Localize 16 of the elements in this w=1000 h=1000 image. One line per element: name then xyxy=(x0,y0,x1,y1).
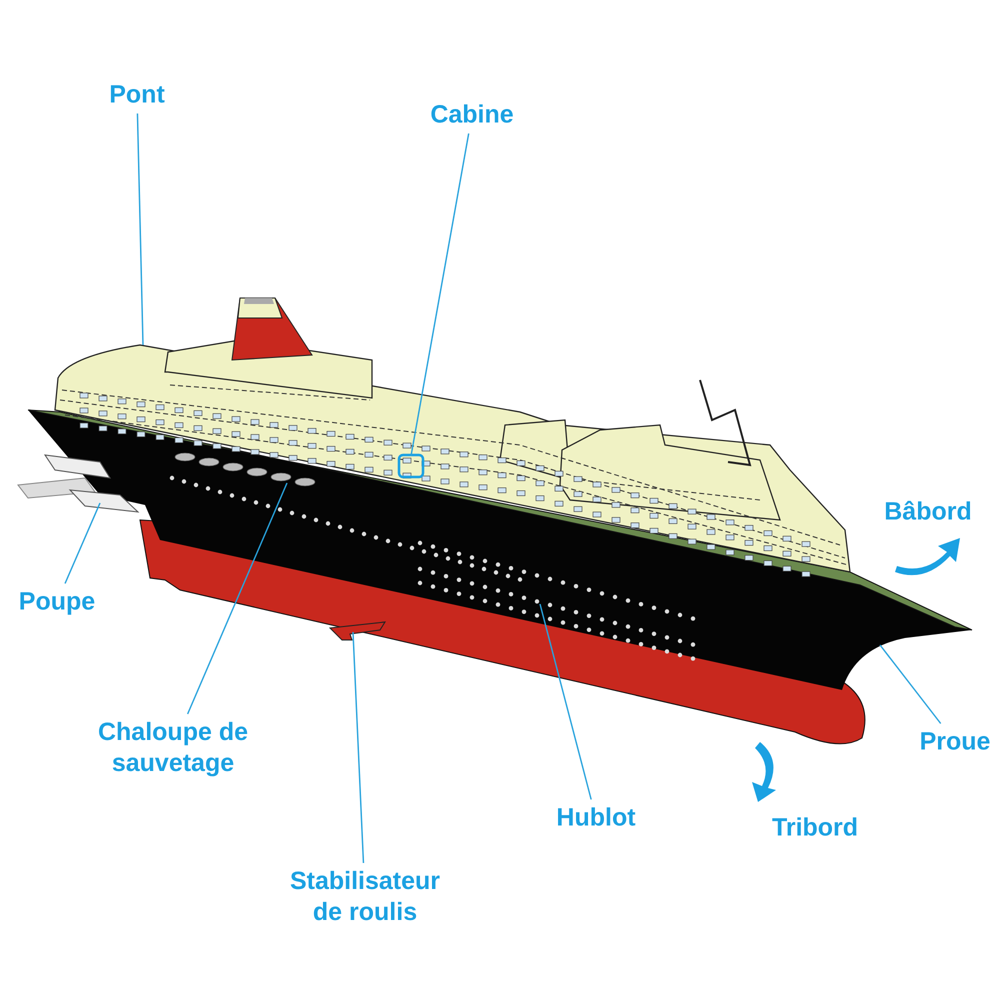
leader-line xyxy=(186,482,288,714)
part-label: Stabilisateur de roulis xyxy=(288,866,442,928)
leader-line xyxy=(539,604,592,800)
part-label: Poupe xyxy=(18,586,96,618)
part-label: Cabine xyxy=(430,100,514,130)
leader-line xyxy=(136,113,144,346)
direction-label: Bâbord xyxy=(884,498,972,526)
leader-line xyxy=(410,133,470,456)
part-label: Proue xyxy=(920,726,990,758)
leader-line xyxy=(352,632,364,864)
leader-line xyxy=(64,502,101,584)
part-label: Chaloupe de sauvetage xyxy=(96,717,249,779)
direction-label: Tribord xyxy=(772,814,858,842)
leader-line xyxy=(879,644,942,724)
part-label: Pont xyxy=(109,80,165,110)
part-label: Hublot xyxy=(556,802,636,834)
